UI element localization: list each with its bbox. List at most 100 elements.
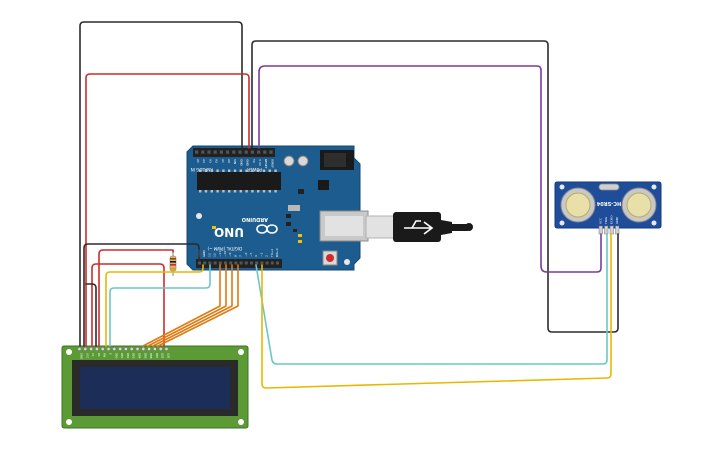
bottom-pin-hole[interactable] [255,261,259,265]
wire-yellow-lcd-rs[interactable] [105,264,204,347]
lcd-pin[interactable] [147,347,151,351]
wire-red-lcd-loop[interactable] [91,263,165,347]
chip-leg [199,169,202,172]
lcd-pin[interactable] [112,347,117,351]
bottom-pin-label: ~9 [228,252,232,257]
lcd-pin[interactable] [77,347,82,351]
lcd-pin[interactable] [141,347,146,351]
bottom-pin-hole[interactable] [203,261,207,265]
wire-black-sensor-gnd[interactable] [251,40,619,333]
lcd-pin[interactable] [106,347,111,351]
chip-leg [222,169,225,172]
usb-cable[interactable] [365,212,473,242]
bottom-pin-hole[interactable] [198,261,201,265]
chip-leg [233,190,237,193]
lcd-pin[interactable] [118,347,122,351]
bottom-pin-label: ~3 [259,252,263,257]
lcd-pin[interactable] [95,347,99,351]
bottom-pin-hole[interactable] [213,261,217,265]
chip-leg [216,190,219,193]
wire-purple-sensor-vcc[interactable] [258,65,602,273]
top-pin-hole[interactable] [238,150,242,154]
crystal-oscillator [288,205,300,211]
top-pin-hole[interactable] [250,150,254,154]
wire-orange-lcd-db4[interactable] [142,264,221,347]
top-pin-hole[interactable] [244,150,248,154]
wire-black-lcd-rw[interactable] [85,283,97,347]
bottom-pin-hole[interactable] [276,261,279,265]
top-pin-label: VIN [233,159,237,164]
lcd-pin[interactable] [153,347,157,351]
wire-cyan-lcd-e[interactable] [109,264,211,347]
wire-orange-lcd-db7[interactable] [157,264,239,347]
lcd-pin[interactable] [129,347,134,351]
wire-black-lcd-contrast[interactable] [83,243,200,347]
lcd-pin[interactable] [135,347,140,351]
usb-cable-tail [452,224,468,231]
chip-leg [251,190,254,193]
bottom-pin-hole[interactable] [270,261,274,265]
top-pin-hole[interactable] [201,150,205,154]
bottom-pin-hole[interactable] [244,261,248,265]
lcd-pin[interactable] [164,347,169,351]
bottom-pin-hole[interactable] [239,261,243,265]
lcd-pin[interactable] [89,347,93,351]
lcd-mount-hole [66,419,72,425]
wire-yellow-sensor-echo[interactable] [261,233,612,389]
top-pin-hole[interactable] [226,150,230,154]
bottom-pin-hole[interactable] [208,261,212,265]
sensor-pin[interactable] [615,225,620,235]
top-pin-hole[interactable] [269,150,273,154]
top-pin-hole[interactable] [213,150,217,154]
sensor-pin[interactable] [609,225,614,235]
wire-black-lcd-gnd[interactable] [79,21,243,347]
reset-button[interactable] [326,254,334,262]
lcd-pin-label: DB5 [143,353,147,359]
sensor-model-label: HC-SR04 [596,200,621,206]
bottom-pin-hole[interactable] [260,261,264,265]
wire-red-backlight[interactable] [98,249,174,347]
chip-leg [262,169,266,172]
capacitor-1 [283,155,295,167]
wire-cyan-sensor-trig[interactable] [255,233,608,365]
bottom-pin-label: ~10 [223,251,227,257]
lcd-pin[interactable] [124,347,128,351]
sensor-pin[interactable] [598,225,603,235]
wire-orange-lcd-db6[interactable] [152,264,233,347]
lcd-pin[interactable] [100,347,105,351]
sensor-pin[interactable] [604,225,609,235]
lcd-pin[interactable] [83,347,88,351]
bottom-pin-hole[interactable] [250,261,253,265]
resistor-band [170,264,176,266]
bottom-pin-hole[interactable] [218,261,222,265]
top-pin-hole[interactable] [195,150,199,154]
bottom-pin-label: GND [202,249,206,257]
chip-leg [228,169,231,172]
sensor-pin-label: ECHO [610,215,614,224]
lcd-pin-label: LED [167,353,171,358]
bottom-pin-hole[interactable] [265,261,269,265]
top-pin-hole[interactable] [257,150,261,154]
sensor-mount-hole [559,220,565,226]
resistor-band [170,258,176,260]
top-pin-hole[interactable] [219,150,223,154]
lcd-pin-label: DB6 [149,353,153,359]
top-pin-label: IOREF [270,159,274,168]
wire-orange-lcd-db5[interactable] [147,264,227,347]
top-pin-label: A0 [227,159,231,163]
top-pin-hole[interactable] [232,150,236,154]
bottom-pin-hole[interactable] [224,261,227,265]
wire-red-lcd-vcc[interactable] [85,73,250,347]
bottom-pin-label: TX→1 [270,249,274,258]
usb-strain-relief [441,220,452,235]
top-pin-hole[interactable] [263,150,267,154]
lcd-pin[interactable] [158,347,163,351]
bottom-pin-hole[interactable] [229,261,233,265]
bottom-pin-hole[interactable] [234,261,238,265]
top-pin-label: A3 [208,159,212,163]
top-pin-hole[interactable] [207,150,211,154]
voltage-regulator [318,180,329,190]
